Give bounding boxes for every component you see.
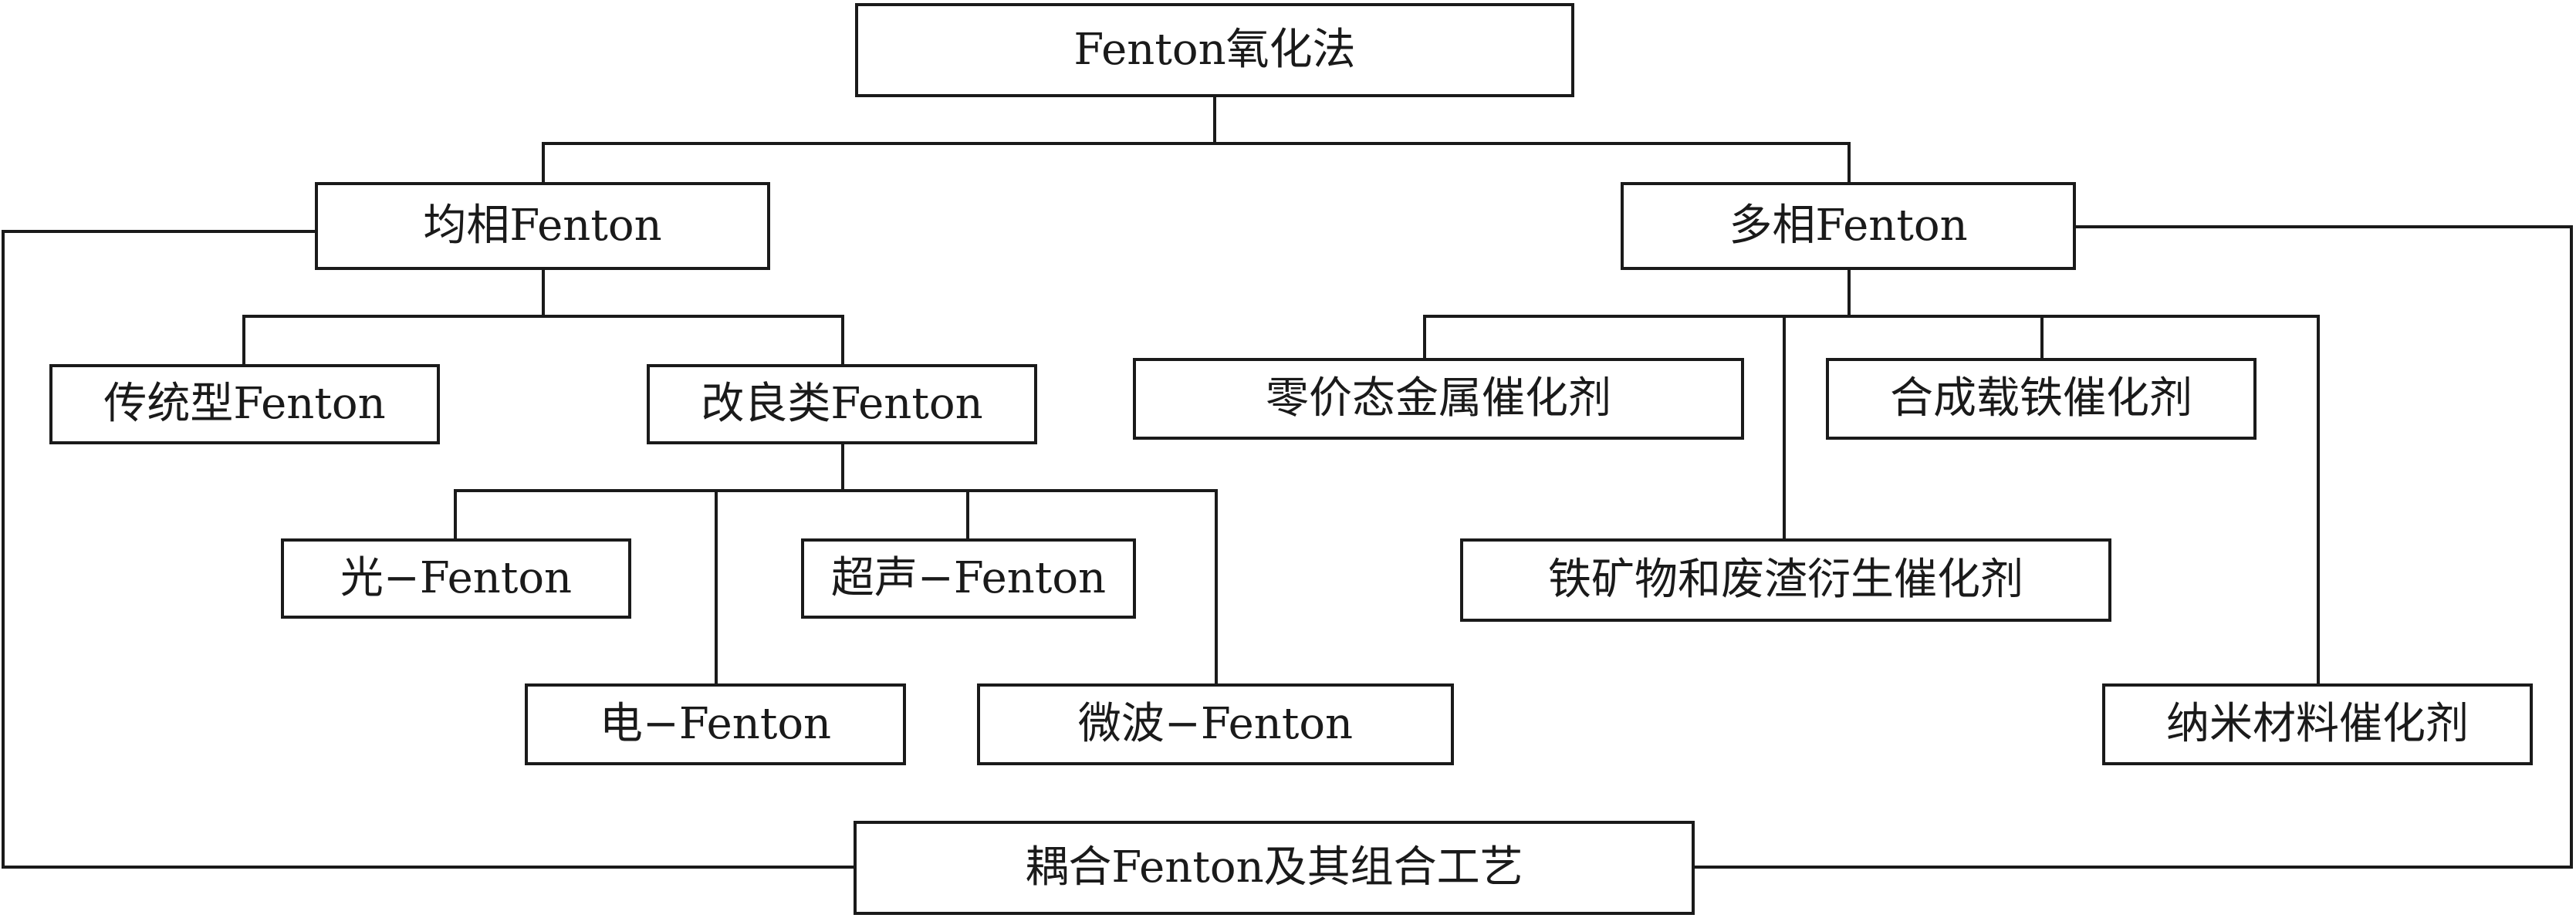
sono-fenton-label: 超声−Fenton bbox=[830, 553, 1107, 603]
coupled-fenton-label: 耦合Fenton及其组合工艺 bbox=[1025, 842, 1523, 893]
microwave-fenton-label: 微波−Fenton bbox=[1077, 699, 1354, 749]
connector-coupled bbox=[2, 225, 2573, 869]
electro-fenton-label: 电−Fenton bbox=[599, 699, 832, 749]
improved-fenton-node: 改良类Fenton bbox=[647, 364, 1037, 444]
photo-fenton-label: 光−Fenton bbox=[340, 553, 573, 603]
root-node: Fenton氧化法 bbox=[855, 3, 1574, 97]
synthetic-iron-catalyst-node: 合成载铁催化剂 bbox=[1826, 358, 2257, 440]
synthetic-iron-catalyst-label: 合成载铁催化剂 bbox=[1890, 373, 2192, 424]
nano-material-catalyst-label: 纳米材料催化剂 bbox=[2166, 699, 2469, 749]
zero-valent-metal-catalyst-label: 零价态金属催化剂 bbox=[1266, 373, 1611, 424]
traditional-fenton-label: 传统型Fenton bbox=[103, 379, 386, 429]
homogeneous-fenton-label: 均相Fenton bbox=[423, 201, 662, 251]
connector-homogeneous bbox=[242, 268, 844, 366]
connector-improved bbox=[454, 443, 1218, 685]
photo-fenton-node: 光−Fenton bbox=[281, 538, 631, 619]
heterogeneous-fenton-label: 多相Fenton bbox=[1729, 201, 1968, 251]
improved-fenton-label: 改良类Fenton bbox=[701, 379, 983, 429]
coupled-fenton-node: 耦合Fenton及其组合工艺 bbox=[854, 821, 1695, 915]
mineral-waste-catalyst-label: 铁矿物和废渣衍生催化剂 bbox=[1548, 555, 2023, 605]
nano-material-catalyst-node: 纳米材料催化剂 bbox=[2102, 683, 2533, 765]
connector-root bbox=[542, 96, 1851, 184]
traditional-fenton-node: 传统型Fenton bbox=[49, 364, 440, 444]
root-label: Fenton氧化法 bbox=[1073, 25, 1356, 75]
zero-valent-metal-catalyst-node: 零价态金属催化剂 bbox=[1133, 358, 1744, 440]
sono-fenton-node: 超声−Fenton bbox=[801, 538, 1136, 619]
microwave-fenton-node: 微波−Fenton bbox=[977, 683, 1454, 765]
mineral-waste-catalyst-node: 铁矿物和废渣衍生催化剂 bbox=[1460, 538, 2111, 622]
homogeneous-fenton-node: 均相Fenton bbox=[315, 182, 770, 270]
electro-fenton-node: 电−Fenton bbox=[525, 683, 906, 765]
heterogeneous-fenton-node: 多相Fenton bbox=[1621, 182, 2076, 270]
connector-heterogeneous bbox=[1423, 268, 2320, 685]
